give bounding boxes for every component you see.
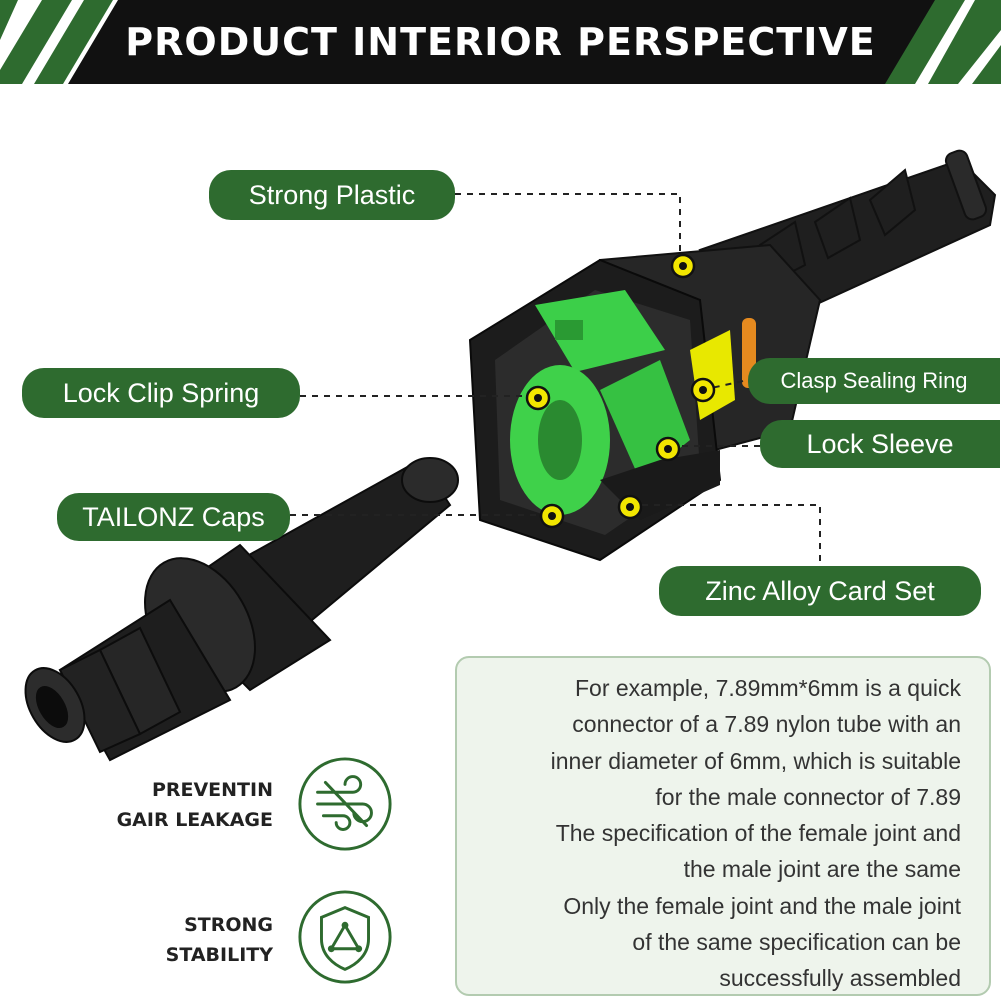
info-line: The specification of the female joint an…	[555, 820, 961, 847]
callout-tailonz-caps: TAILONZ Caps	[57, 493, 290, 541]
info-line: For example, 7.89mm*6mm is a quick	[574, 675, 961, 701]
callout-markers	[525, 253, 716, 529]
callout-clasp-sealing-ring: Clasp Sealing Ring	[748, 358, 1000, 404]
header-banner	[0, 0, 1001, 84]
info-line: the male joint are the same	[683, 856, 961, 883]
air-flow-icon	[298, 757, 392, 851]
callout-zinc-alloy-card-set: Zinc Alloy Card Set	[659, 566, 981, 616]
callout-lock-clip-spring: Lock Clip Spring	[22, 368, 300, 418]
feature-air-leakage-label: PREVENTIN GAIR LEAKAGE	[116, 779, 273, 831]
info-line: connector of a 7.89 nylon tube with an	[572, 711, 961, 738]
spec-info-box: For example, 7.89mm*6mm is a quick conne…	[455, 656, 991, 996]
info-line: for the male connector of 7.89	[655, 783, 961, 810]
shield-triangle-icon	[298, 890, 392, 984]
info-line: successfully assembled	[719, 965, 961, 992]
page-title: PRODUCT INTERIOR PERSPECTIVE	[125, 20, 876, 64]
feature-stability-label: STRONG STABILITY	[165, 914, 273, 966]
info-line: Only the female joint and the male joint	[563, 892, 961, 919]
callout-lock-sleeve: Lock Sleeve	[760, 420, 1000, 468]
spec-info-text: For example, 7.89mm*6mm is a quick conne…	[461, 670, 961, 997]
leader-lines	[290, 193, 821, 568]
info-line: inner diameter of 6mm, which is suitable	[550, 747, 961, 774]
info-line: of the same specification can be	[632, 929, 961, 956]
male-connector	[24, 457, 459, 762]
callout-strong-plastic: Strong Plastic	[209, 170, 455, 220]
